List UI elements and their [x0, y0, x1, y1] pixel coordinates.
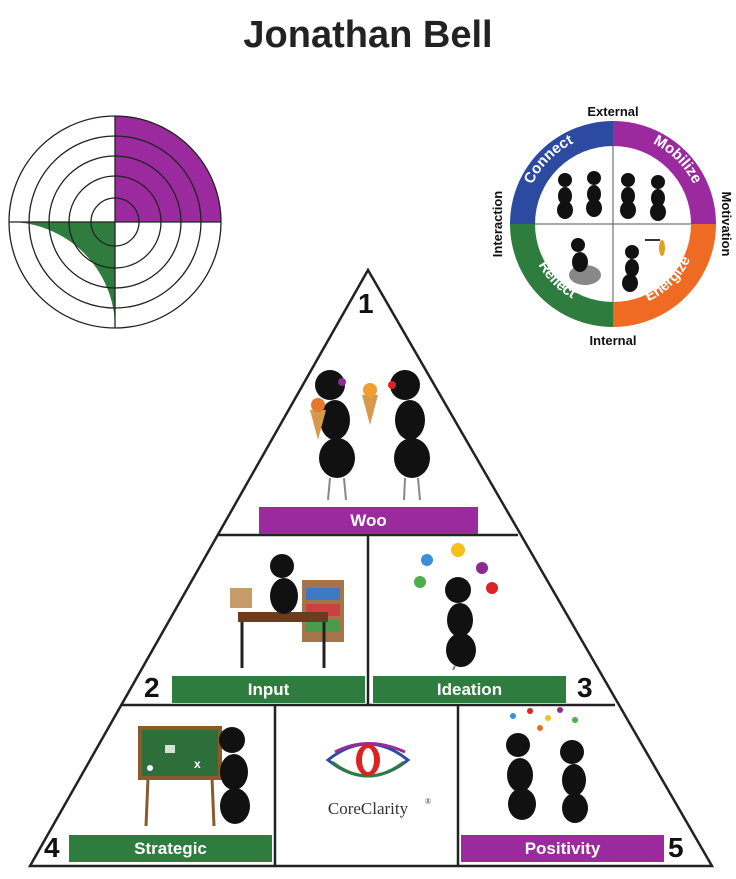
connect-ants-illustration — [557, 171, 602, 219]
input-ant-illustration — [230, 554, 344, 668]
axis-label-external: External — [587, 104, 638, 119]
ideation-ant-illustration — [414, 543, 498, 671]
mobilize-ants-illustration — [620, 173, 666, 221]
strength-strategic: Strategic — [69, 835, 272, 862]
reflect-ant-illustration — [569, 238, 601, 285]
logo-text: CoreClarity — [328, 799, 409, 818]
strength-positivity: Positivity — [461, 835, 664, 862]
strategic-ant-illustration: x — [138, 726, 250, 827]
rank-3: 3 — [577, 672, 593, 703]
axis-label-interaction: Interaction — [490, 191, 505, 258]
strength-woo: Woo — [259, 507, 478, 534]
page-title: Jonathan Bell — [243, 14, 493, 56]
target-quadrant-top-right — [115, 116, 221, 222]
strength-ideation: Ideation — [373, 676, 566, 703]
rank-5: 5 — [668, 832, 684, 863]
rank-4: 4 — [44, 832, 60, 863]
strength-input: Input — [172, 676, 365, 703]
rank-2: 2 — [144, 672, 160, 703]
target-quadrant-bottom-left — [9, 222, 115, 328]
positivity-ants-illustration — [506, 707, 588, 823]
axis-label-internal: Internal — [590, 333, 637, 348]
energize-ant-illustration — [622, 239, 665, 292]
rank-1: 1 — [358, 288, 374, 319]
axis-label-motivation: Motivation — [719, 192, 734, 257]
logo-mark: ® — [425, 797, 431, 806]
svg-text:x: x — [194, 757, 201, 771]
coreclarity-logo: CoreClarity ® — [325, 742, 431, 818]
woo-ants-illustration — [310, 370, 430, 501]
